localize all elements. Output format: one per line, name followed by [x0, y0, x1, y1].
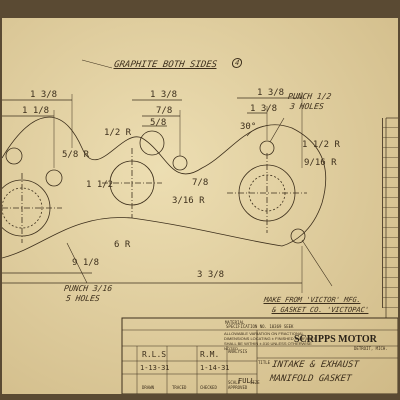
tb-drawn: R.L.S: [142, 350, 167, 359]
tb-material-label: MATERIAL: [225, 320, 245, 325]
note-punch-bottom-2: 5 HOLES: [65, 294, 101, 303]
note-punch-top: PUNCH 1/2: [287, 92, 332, 101]
hole-1: [5, 147, 23, 165]
revision-strip: [382, 118, 398, 308]
dim-left-r: 5/8 R: [62, 150, 90, 160]
tb-title-label: TITLE: [258, 360, 271, 365]
company-location: DETROIT, MICH.: [354, 346, 388, 351]
dim-r-mid: 1/2 R: [104, 128, 132, 138]
tb-fine-print: ALLOWABLE VARIATION ON FRACTIONAL DIMENS…: [224, 331, 317, 351]
dim-top-right-b: 1 3/8: [250, 104, 278, 114]
dim-top-right-a: 1 3/8: [257, 88, 285, 98]
dim-angle: 30°: [240, 122, 257, 132]
tb-date2: 1-14-31: [200, 364, 230, 372]
dim-r-right-2: 9/16 R: [304, 158, 337, 168]
tb-role-traced: TRACED: [172, 385, 187, 390]
tb-analysis-label: ANALYSIS: [228, 349, 248, 354]
dim-bottom-left: 9 1/8: [72, 258, 100, 268]
dim-top-mid-a: 1 3/8: [150, 90, 178, 100]
tb-checked: R.M.: [200, 350, 220, 359]
dim-top-left-a: 1 3/8: [30, 90, 58, 100]
tb-role-approved: APPROVED: [228, 385, 248, 390]
dim-bottom-total: 3 3/8: [197, 270, 225, 280]
hole-4: [259, 140, 275, 156]
dim-mid-val-2: 7/8: [192, 178, 209, 188]
note-graphite: GRAPHITE BOTH SIDES: [113, 60, 218, 70]
drawing-title-line2: MANIFOLD GASKET: [269, 374, 352, 384]
dim-mid-val: 1 1/2: [86, 180, 114, 190]
hole-5: [290, 228, 306, 244]
tb-role-checked: CHECKED: [200, 385, 217, 390]
company-name: SCRIPPS MOTOR: [294, 334, 377, 345]
note-make-from: MAKE FROM 'VICTOR' MFG.: [263, 296, 362, 304]
title-block-frame: [121, 317, 398, 394]
note-punch-bottom: PUNCH 3/16: [63, 284, 113, 293]
port-top-mid: [139, 130, 165, 156]
dim-top-left-b: 1 1/8: [22, 106, 50, 116]
tb-size-label: SIZE: [250, 380, 260, 385]
tb-material: SPECIFICATION NO. 10369 SEEK: [226, 324, 294, 329]
note-make-from-2: & GASKET CO. 'VICTOPAC': [271, 306, 370, 314]
note-punch-top-2: 3 HOLES: [289, 102, 325, 111]
tb-date1: 1-13-31: [140, 364, 170, 372]
dim-small-r: 3/16 R: [172, 196, 205, 206]
drawing-sheet: GRAPHITE BOTH SIDES 4 PUNCH 1/2 3 HOLES …: [2, 18, 398, 394]
gasket-outline: [2, 116, 326, 259]
dim-bottom-r: 6 R: [114, 240, 131, 250]
dim-r-right: 1 1/2 R: [302, 140, 340, 150]
tb-scale: FULL: [238, 377, 255, 385]
gasket-drawing: [2, 59, 398, 394]
hole-2: [45, 169, 63, 187]
dim-top-mid-b: 7/8: [156, 106, 173, 116]
drawing-title-line1: INTAKE & EXHAUST: [271, 360, 360, 370]
dim-top-mid-c: 5/8: [150, 118, 167, 128]
hole-3: [172, 155, 188, 171]
tb-scale-label: SCALE: [228, 380, 241, 385]
tb-role-drawn: DRAWN: [142, 385, 155, 390]
